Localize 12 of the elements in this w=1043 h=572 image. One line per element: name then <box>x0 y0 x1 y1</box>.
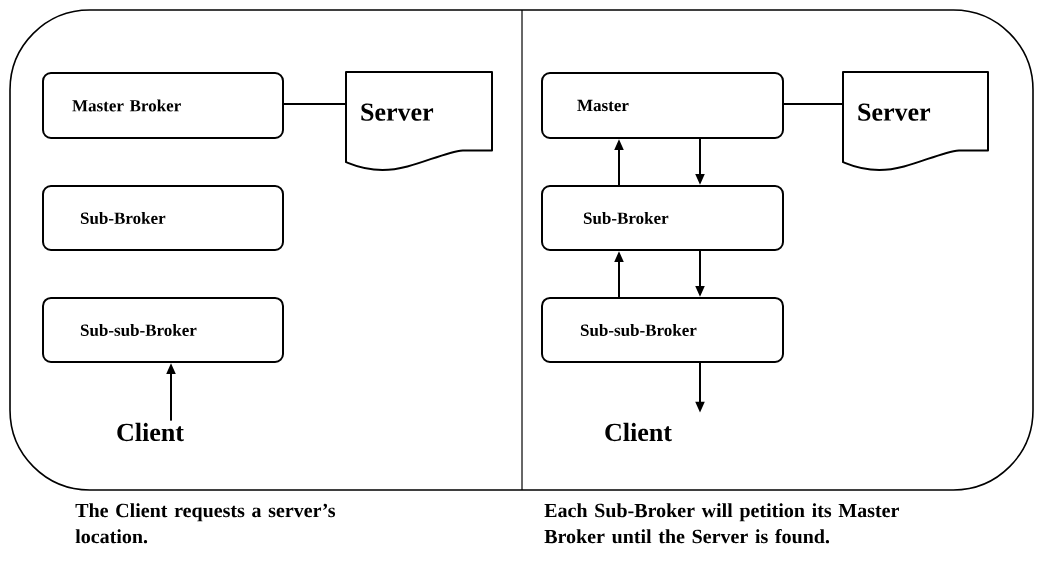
connector-line <box>783 103 844 105</box>
broker-box: Sub-Broker <box>541 185 784 251</box>
client-label: Client <box>605 422 672 442</box>
client-label: Client <box>117 422 184 442</box>
broker-box: Master Broker <box>42 72 284 139</box>
connector-line <box>283 103 347 105</box>
caption: Each Sub-Broker will petition its Master Broker until the Server is found. <box>544 503 899 544</box>
broker-box: Master <box>541 72 784 139</box>
broker-box: Sub-sub-Broker <box>541 297 784 363</box>
broker-box: Sub-Broker <box>42 185 284 251</box>
caption: The Client requests a server’s location. <box>75 503 336 544</box>
broker-box: Sub-sub-Broker <box>42 297 284 363</box>
